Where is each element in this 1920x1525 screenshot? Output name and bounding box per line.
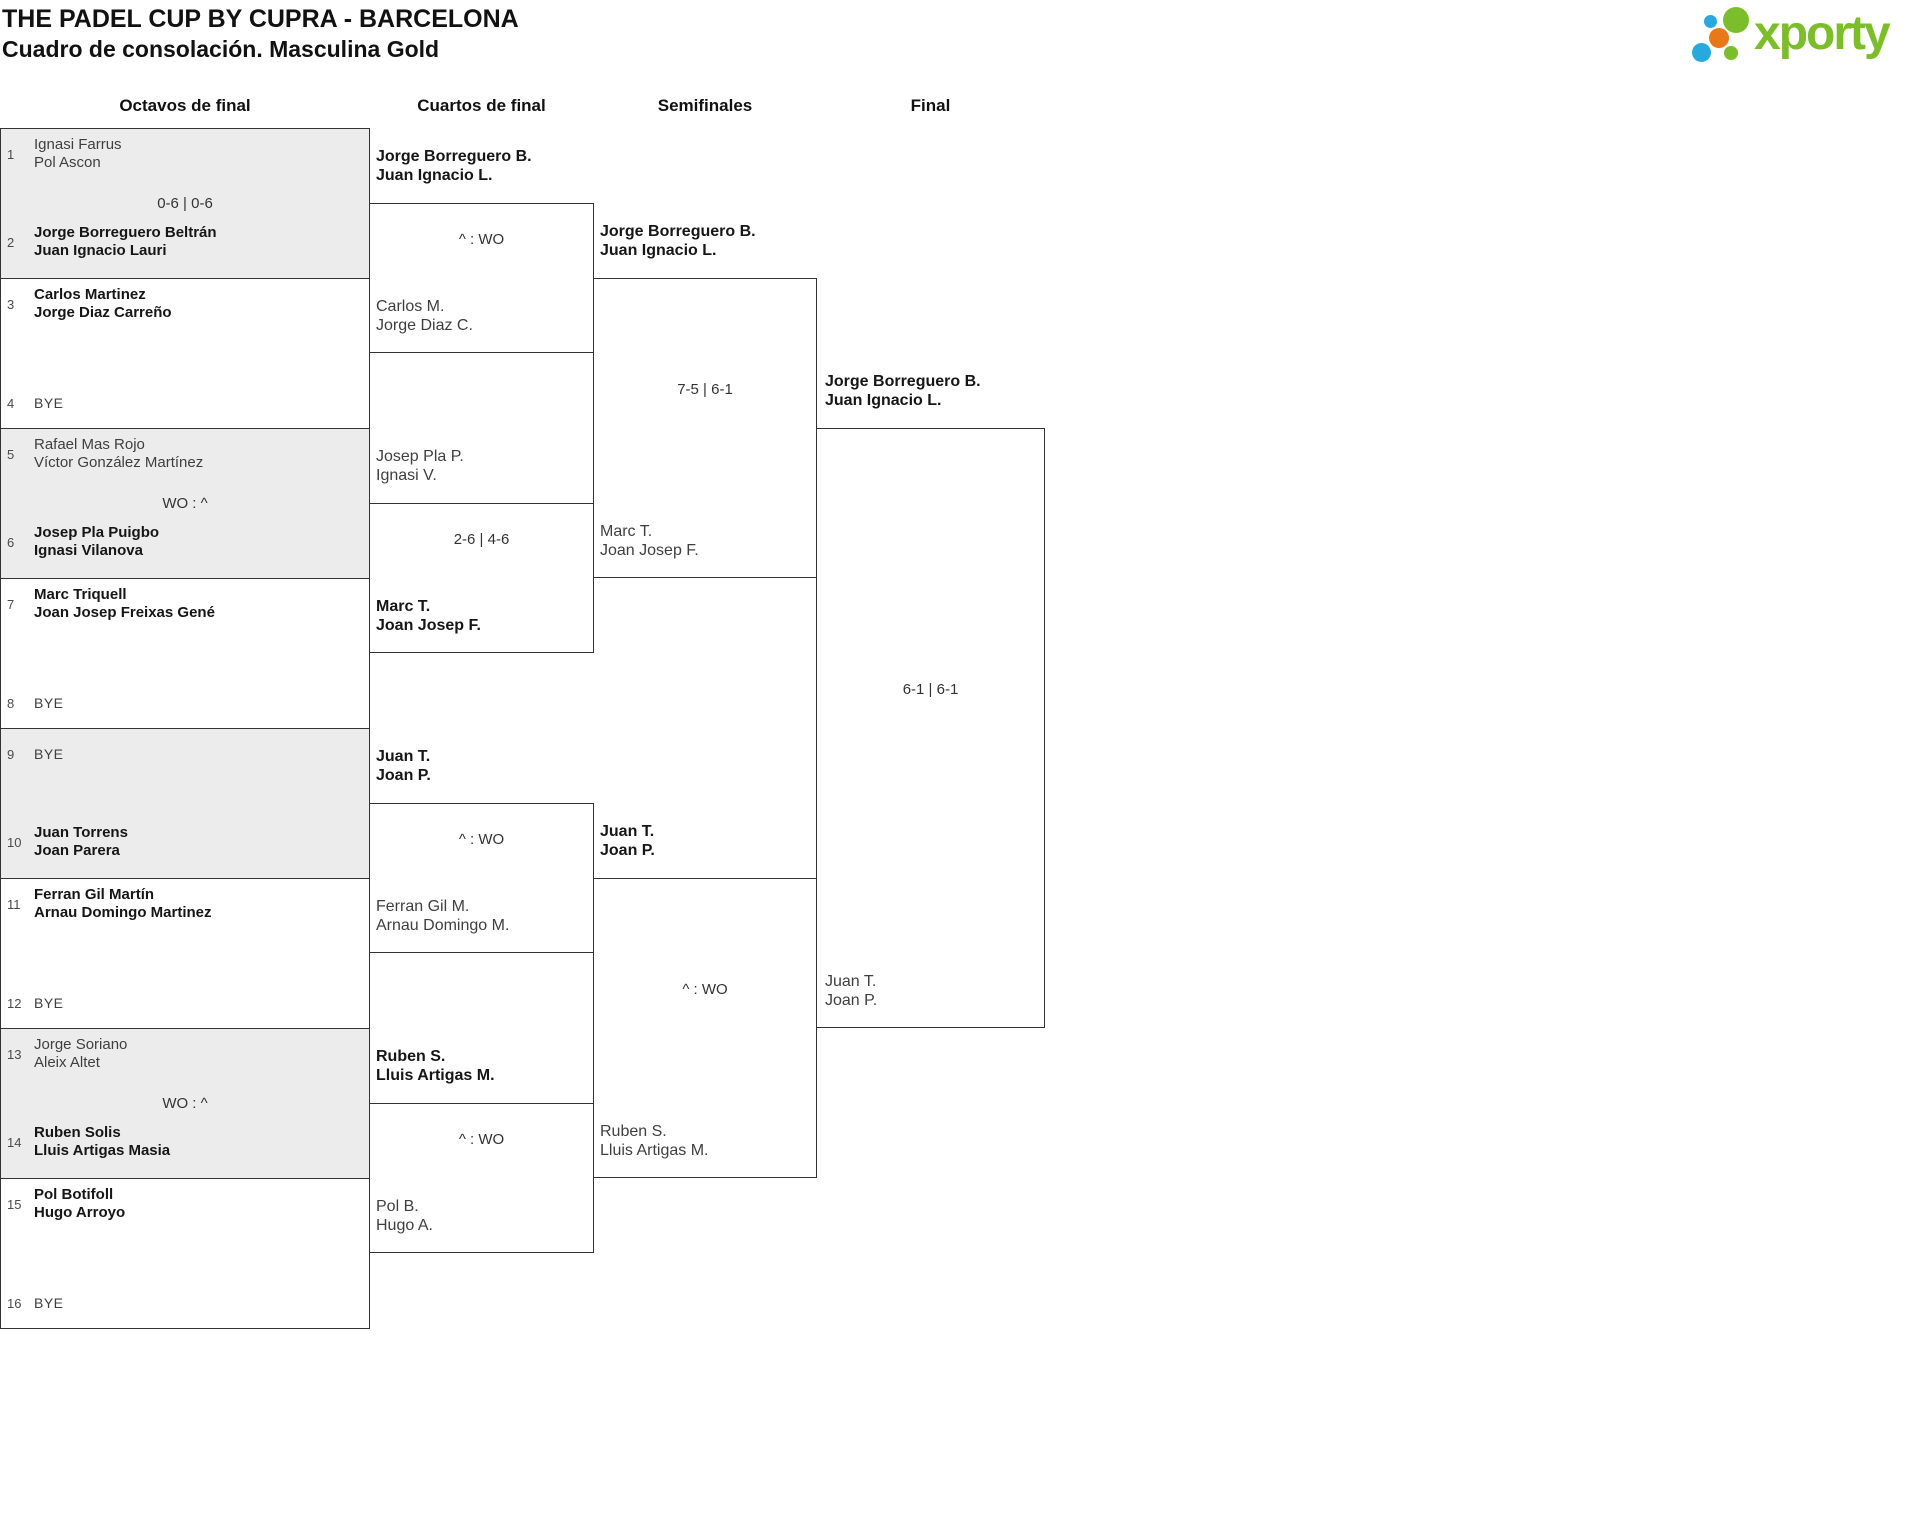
- match-score: WO : ^: [162, 495, 208, 512]
- sf1-team-b: Marc T.Joan Josep F.: [600, 523, 699, 559]
- r16-match-1: 1 Ignasi Farrus Pol Ascon 0-6 | 0-6 2 Jo…: [0, 128, 370, 279]
- r16-match-6: 11 Ferran Gil Martín Arnau Domingo Marti…: [0, 878, 370, 1029]
- seed-number: 13: [7, 1046, 22, 1062]
- sf1-team-a: Jorge Borreguero B.Juan Ignacio L.: [600, 223, 756, 259]
- bracket-slot-14: 14 Ruben Solis Lluis Artigas Masia: [5, 1124, 361, 1160]
- final-match-box: [816, 428, 1045, 1028]
- bye-label: BYE: [34, 695, 64, 711]
- seed-number: 2: [7, 234, 15, 250]
- logo-dot-orange-icon: [1709, 28, 1729, 48]
- team-name: Juan Torrens Joan Parera: [34, 824, 128, 859]
- bye-label: BYE: [34, 995, 64, 1011]
- round-header-octavos: Octavos de final: [119, 96, 251, 115]
- r16-match-2: 3 Carlos Martinez Jorge Diaz Carreño 4 B…: [0, 278, 370, 429]
- logo-wordmark: xporty: [1754, 7, 1891, 60]
- final-team-b: Juan T.Joan P.: [825, 973, 878, 1009]
- seed-number: 9: [7, 746, 15, 762]
- bracket-slot-3: 3 Carlos Martinez Jorge Diaz Carreño: [5, 286, 361, 322]
- qf4-team-b: Pol B.Hugo A.: [376, 1198, 433, 1234]
- bracket-slot-6: 6 Josep Pla Puigbo Ignasi Vilanova: [5, 524, 361, 560]
- seed-number: 8: [7, 695, 15, 711]
- bracket-slot-11: 11 Ferran Gil Martín Arnau Domingo Marti…: [5, 886, 361, 922]
- sf2-team-b: Ruben S.Lluis Artigas M.: [600, 1123, 709, 1159]
- bye-label: BYE: [34, 746, 64, 762]
- team-name: Pol Botifoll Hugo Arroyo: [34, 1186, 126, 1221]
- bracket-slot-1: 1 Ignasi Farrus Pol Ascon: [5, 136, 361, 172]
- seed-number: 14: [7, 1134, 22, 1150]
- logo-dot-green-small-icon: [1724, 46, 1738, 60]
- team-name: Jorge Borreguero Beltrán Juan Ignacio La…: [34, 224, 217, 259]
- round-header-semifinales: Semifinales: [657, 96, 753, 115]
- xporty-logo[interactable]: xporty: [1680, 0, 1920, 72]
- bracket-slot-2: 2 Jorge Borreguero Beltrán Juan Ignacio …: [5, 224, 361, 260]
- logo-dot-green-large-icon: [1723, 7, 1749, 33]
- qf2-team-b: Marc T.Joan Josep F.: [376, 598, 481, 634]
- seed-number: 10: [7, 834, 22, 850]
- r16-match-4: 7 Marc Triquell Joan Josep Freixas Gené …: [0, 578, 370, 729]
- seed-number: 7: [7, 596, 15, 612]
- qf4-team-a: Ruben S.Lluis Artigas M.: [376, 1048, 495, 1084]
- qf3-score: ^ : WO: [458, 831, 505, 848]
- seed-number: 15: [7, 1196, 22, 1212]
- team-name: Ruben Solis Lluis Artigas Masia: [34, 1124, 171, 1159]
- match-score: WO : ^: [162, 1095, 208, 1112]
- bye-label: BYE: [34, 1295, 64, 1311]
- team-name: Jorge Soriano Aleix Altet: [34, 1036, 128, 1071]
- r16-match-7: 13 Jorge Soriano Aleix Altet WO : ^ 14 R…: [0, 1028, 370, 1179]
- bye-label: BYE: [34, 395, 64, 411]
- seed-number: 4: [7, 395, 15, 411]
- bracket-slot-12: 12 BYE: [5, 985, 361, 1021]
- team-name: Marc Triquell Joan Josep Freixas Gené: [34, 586, 215, 621]
- bracket-slot-13: 13 Jorge Soriano Aleix Altet: [5, 1036, 361, 1072]
- sf-match-2-box: [593, 878, 817, 1178]
- page-title: THE PADEL CUP BY CUPRA - BARCELONA: [2, 5, 519, 33]
- team-name: Josep Pla Puigbo Ignasi Vilanova: [34, 524, 160, 559]
- round-header-cuartos: Cuartos de final: [417, 96, 546, 115]
- seed-number: 12: [7, 995, 22, 1011]
- match-score: 0-6 | 0-6: [157, 195, 213, 212]
- sf1-score: 7-5 | 6-1: [677, 381, 733, 398]
- bracket-slot-5: 5 Rafael Mas Rojo Víctor González Martín…: [5, 436, 361, 472]
- qf-match-2-box: [369, 503, 594, 653]
- team-name: Rafael Mas Rojo Víctor González Martínez: [34, 436, 204, 471]
- qf3-team-a: Juan T.Joan P.: [376, 748, 431, 784]
- seed-number: 5: [7, 446, 15, 462]
- final-team-a: Jorge Borreguero B.Juan Ignacio L.: [825, 373, 981, 409]
- r16-match-5: 9 BYE 10 Juan Torrens Joan Parera: [0, 728, 370, 879]
- seed-number: 1: [7, 146, 15, 162]
- qf2-score: 2-6 | 4-6: [453, 531, 510, 548]
- sf2-team-a: Juan T.Joan P.: [600, 823, 655, 859]
- r16-match-8: 15 Pol Botifoll Hugo Arroyo 16 BYE: [0, 1178, 370, 1329]
- bracket-slot-7: 7 Marc Triquell Joan Josep Freixas Gené: [5, 586, 361, 622]
- team-name: Ferran Gil Martín Arnau Domingo Martinez: [34, 886, 212, 921]
- bracket-slot-4: 4 BYE: [5, 385, 361, 421]
- seed-number: 16: [7, 1295, 22, 1311]
- team-name: Carlos Martinez Jorge Diaz Carreño: [34, 286, 172, 321]
- bracket-slot-9: 9 BYE: [5, 736, 361, 772]
- logo-dot-blue-medium-icon: [1692, 43, 1711, 62]
- r16-match-3: 5 Rafael Mas Rojo Víctor González Martín…: [0, 428, 370, 579]
- qf1-score: ^ : WO: [458, 231, 505, 248]
- seed-number: 6: [7, 534, 15, 550]
- final-score: 6-1 | 6-1: [902, 681, 959, 698]
- page-subtitle: Cuadro de consolación. Masculina Gold: [2, 36, 440, 62]
- logo-dot-blue-small-icon: [1704, 15, 1717, 28]
- team-name: Ignasi Farrus Pol Ascon: [34, 136, 122, 171]
- qf4-score: ^ : WO: [458, 1131, 505, 1148]
- bracket-slot-15: 15 Pol Botifoll Hugo Arroyo: [5, 1186, 361, 1222]
- bracket-slot-16: 16 BYE: [5, 1285, 361, 1321]
- qf3-team-b: Ferran Gil M.Arnau Domingo M.: [376, 898, 510, 934]
- sf2-score: ^ : WO: [682, 981, 728, 998]
- round-header-final: Final: [910, 96, 951, 115]
- bracket-slot-8: 8 BYE: [5, 685, 361, 721]
- qf1-team-b: Carlos M.Jorge Diaz C.: [376, 298, 473, 334]
- seed-number: 3: [7, 296, 15, 312]
- qf1-team-a: Jorge Borreguero B.Juan Ignacio L.: [376, 148, 532, 184]
- qf2-team-a: Josep Pla P.Ignasi V.: [376, 448, 464, 484]
- bracket-slot-10: 10 Juan Torrens Joan Parera: [5, 824, 361, 860]
- seed-number: 11: [7, 896, 21, 912]
- qf-match-4-box: [369, 1103, 594, 1253]
